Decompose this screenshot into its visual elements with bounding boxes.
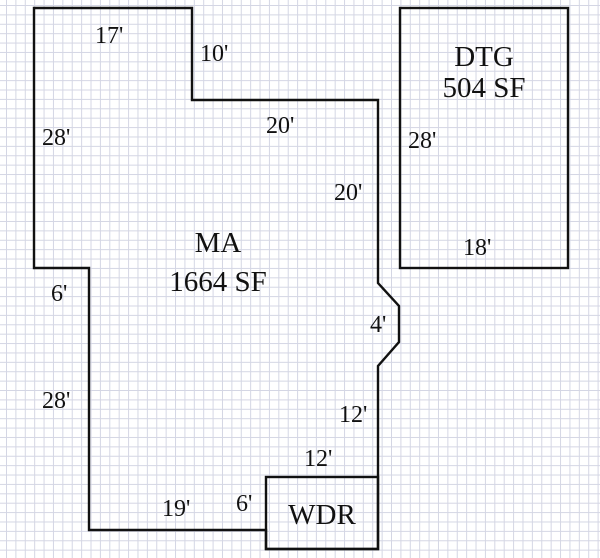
room-area-dtg: 504 SF: [442, 72, 526, 105]
dim-dtg-bottom: 18': [463, 235, 492, 261]
room-area-ma: 1664 SF: [169, 266, 267, 299]
dim-ma-top-right: 20': [266, 113, 295, 139]
room-label-ma: MA 1664 SF: [160, 227, 276, 299]
dim-ma-notch-vertical: 10': [200, 41, 229, 67]
room-label-dtg: DTG 504 SF: [426, 41, 542, 105]
main-area-outline: [32, 6, 401, 551]
room-label-wdr: WDR: [270, 499, 374, 531]
room-code-wdr: WDR: [288, 499, 356, 531]
dim-ma-left-lower: 28': [42, 388, 71, 414]
room-code-dtg: DTG: [454, 41, 514, 73]
dim-ma-bay: 4': [370, 312, 387, 338]
room-code-ma: MA: [194, 227, 242, 259]
dim-ma-right-lower: 12': [339, 402, 368, 428]
dim-wdr-top: 12': [304, 446, 333, 472]
wdr-outline: [264, 475, 380, 551]
dtg-outline: [398, 6, 570, 270]
dim-ma-right-upper: 20': [334, 180, 363, 206]
dim-wdr-left: 6': [236, 491, 253, 517]
dim-ma-top-left: 17': [95, 23, 124, 49]
dim-dtg-side: 28': [408, 128, 437, 154]
dim-ma-bottom: 19': [162, 496, 191, 522]
dim-ma-left-upper: 28': [42, 125, 71, 151]
dim-ma-left-step: 6': [51, 281, 68, 307]
